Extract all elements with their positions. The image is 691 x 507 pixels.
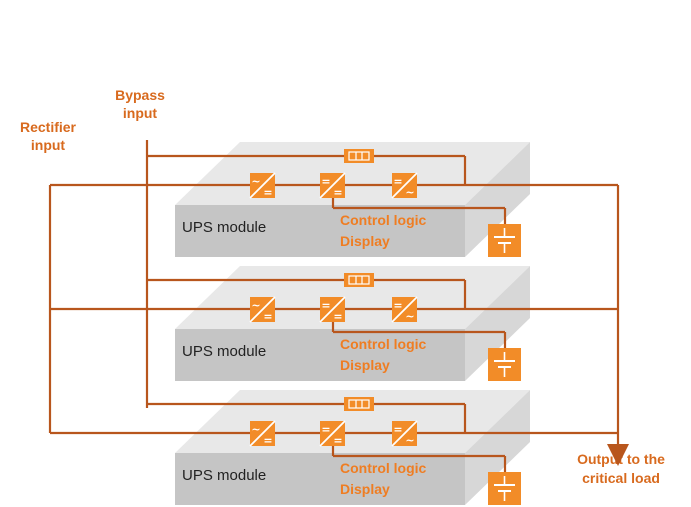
ups-module-front [175,205,465,257]
dc-dc-converter-icon-in-symbol: = [321,423,330,436]
dc-ac-inverter-icon-out-symbol: ~ [405,434,414,447]
battery-icon [488,472,521,505]
wires-layer [48,140,629,472]
display-label: Display [340,357,390,373]
dc-ac-inverter-icon-diagonal [391,296,418,323]
dc-dc-converter-icon-out-symbol: = [333,310,342,323]
ups-module-front [175,453,465,505]
ups-module-side [465,142,530,257]
ac-dc-rectifier-icon-in-symbol: ~ [251,423,260,436]
ac-dc-rectifier-icon: ~= [249,420,276,447]
bypass-input-label-1: Bypass [115,87,165,103]
static-bypass-switch-icon [344,397,374,411]
static-bypass-switch-icon-inner [348,275,370,285]
output-label-2: critical load [582,470,660,486]
dc-dc-converter-icon-out-symbol: = [333,186,342,199]
ac-dc-rectifier-icon-in-symbol: ~ [251,299,260,312]
dc-ac-inverter-icon: =~ [391,420,418,447]
dc-ac-inverter-icon: =~ [391,172,418,199]
ac-dc-rectifier-icon: ~= [249,296,276,323]
dc-ac-inverter-icon-out-symbol: ~ [405,310,414,323]
ac-dc-rectifier-icon-diagonal [249,420,276,447]
control-logic-label: Control logic [340,336,427,352]
ac-dc-rectifier-icon: ~= [249,172,276,199]
output-label-1: Output to the [577,451,665,467]
ac-dc-rectifier-icon-diagonal [249,172,276,199]
ups-module-label: UPS module [182,219,266,236]
dc-dc-converter-icon-diagonal [319,172,346,199]
display-label: Display [340,481,390,497]
dc-ac-inverter-icon-in-symbol: = [393,175,402,188]
battery-icon [488,348,521,381]
dc-ac-inverter-icon: =~ [391,296,418,323]
control-logic-label: Control logic [340,460,427,476]
dc-dc-converter-icon-diagonal [319,296,346,323]
static-bypass-switch-icon [344,149,374,163]
battery-icon [488,224,521,257]
ac-dc-rectifier-icon-in-symbol: ~ [251,175,260,188]
bypass-input-label-2: input [123,105,158,121]
static-bypass-switch-icon-inner [348,151,370,161]
dc-dc-converter-icon-diagonal [319,420,346,447]
dc-dc-converter-icon: == [319,296,346,323]
dc-dc-converter-icon: == [319,172,346,199]
ups-module-label: UPS module [182,467,266,484]
ups-module-side [465,390,530,505]
dc-ac-inverter-icon-diagonal [391,420,418,447]
ac-dc-rectifier-icon-out-symbol: = [263,186,272,199]
rectifier-input-label-2: input [31,137,66,153]
ac-dc-rectifier-icon-out-symbol: = [263,434,272,447]
dc-dc-converter-icon-in-symbol: = [321,175,330,188]
ups-module-label: UPS module [182,343,266,360]
control-logic-label: Control logic [340,212,427,228]
rectifier-input-label-1: Rectifier [20,119,77,135]
ac-dc-rectifier-icon-out-symbol: = [263,310,272,323]
dc-ac-inverter-icon-in-symbol: = [393,299,402,312]
dc-ac-inverter-icon-diagonal [391,172,418,199]
ups-module-front [175,329,465,381]
ups-module-side [465,266,530,381]
ac-dc-rectifier-icon-diagonal [249,296,276,323]
display-label: Display [340,233,390,249]
static-bypass-switch-icon-inner [348,399,370,409]
icons-layer: ~====~~====~~====~ [249,149,521,505]
dc-dc-converter-icon-in-symbol: = [321,299,330,312]
dc-ac-inverter-icon-out-symbol: ~ [405,186,414,199]
dc-dc-converter-icon-out-symbol: = [333,434,342,447]
static-bypass-switch-icon [344,273,374,287]
dc-dc-converter-icon: == [319,420,346,447]
dc-ac-inverter-icon-in-symbol: = [393,423,402,436]
